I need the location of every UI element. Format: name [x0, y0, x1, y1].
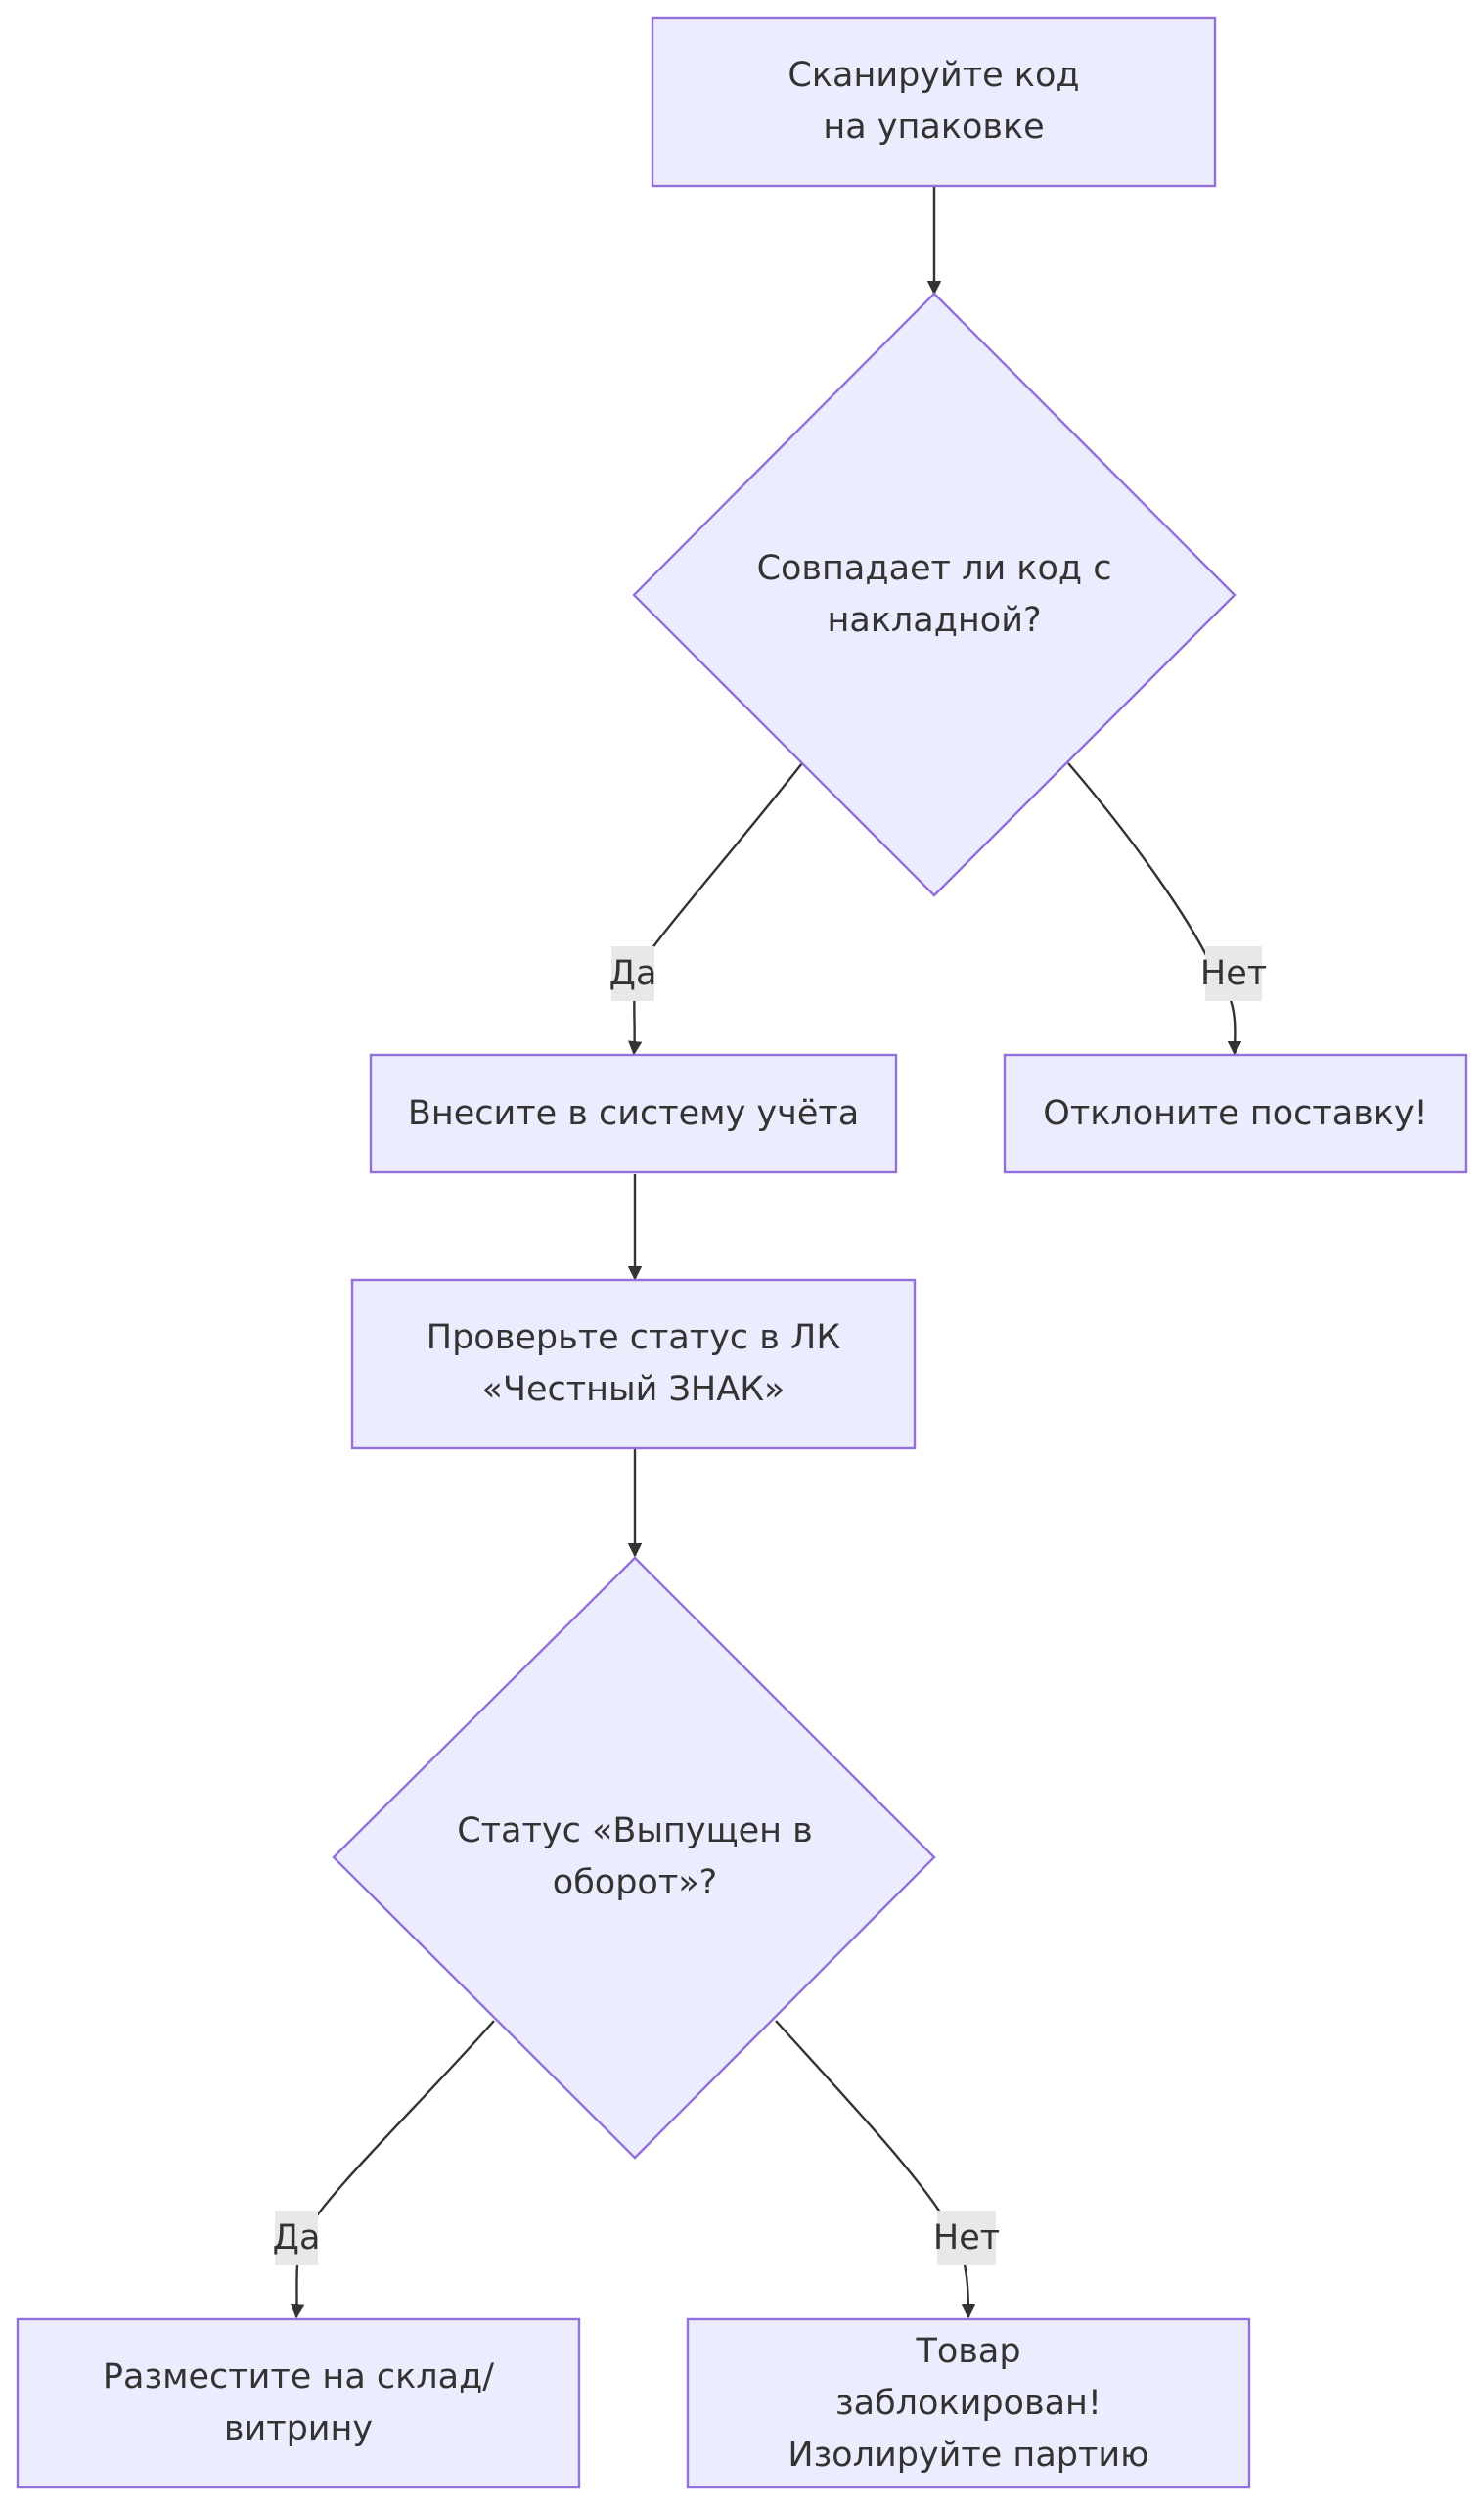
node-reject-label: Отклоните поставку! — [1043, 1093, 1428, 1133]
edge-label-status-yes: Да — [273, 2211, 320, 2265]
node-enter-label: Внесите в систему учёта — [407, 1093, 860, 1133]
node-scan-box — [651, 16, 1217, 188]
node-blocked-box — [686, 2317, 1251, 2489]
node-match-label: Совпадает ли код с накладной? — [756, 549, 1112, 640]
node-place-box — [16, 2317, 581, 2489]
edge-match-to-reject — [1067, 762, 1242, 1056]
node-status-label: Статус «Выпущен в оборот»? — [457, 1811, 813, 1902]
node-reject-box — [1003, 1053, 1468, 1174]
node-scan-label: Сканируйте код на упаковке — [787, 56, 1080, 147]
node-match-diamond — [632, 292, 1237, 897]
node-blocked-label: Товар заблокирован! Изолируйте партию — [787, 2331, 1149, 2475]
edge-match-to-enter — [627, 762, 803, 1056]
edge-status-to-blocked — [775, 2020, 976, 2319]
node-check-box — [350, 1278, 917, 1450]
node-status-diamond — [332, 1556, 936, 2160]
edge-status-to-place — [290, 2020, 495, 2319]
node-enter-box — [369, 1053, 898, 1174]
edge-label-match-no: Нет — [1200, 946, 1267, 1001]
edge-label-status-no: Нет — [933, 2211, 1000, 2265]
edge-label-match-yes: Да — [609, 946, 656, 1001]
node-check-label: Проверьте статус в ЛК «Честный ЗНАК» — [426, 1318, 841, 1409]
node-place-label: Разместите на склад/ витрину — [102, 2357, 495, 2448]
